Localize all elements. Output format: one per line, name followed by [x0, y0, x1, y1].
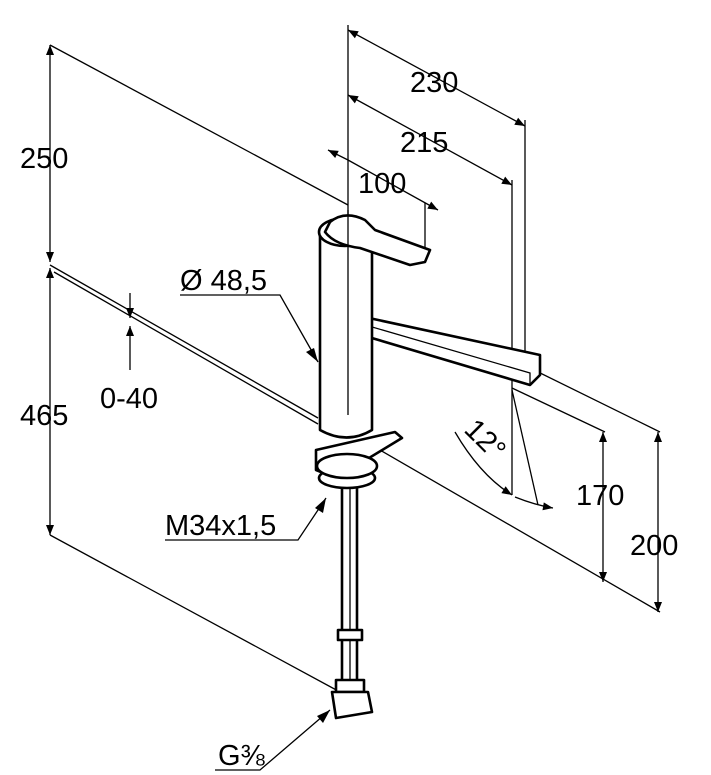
- faucet-illustration: [314, 210, 542, 720]
- dim-215-line: [347, 94, 513, 186]
- label-215: 215: [400, 127, 448, 159]
- thread-leader: [165, 497, 327, 541]
- dimension-lines: [46, 25, 662, 771]
- dim-100-line-left: [327, 149, 349, 161]
- label-g38: G⅜: [218, 740, 266, 772]
- label-diameter: Ø 48,5: [180, 265, 267, 297]
- label-230: 230: [410, 67, 458, 99]
- hose-connector: [330, 690, 374, 720]
- swivel-angle-arc-2: [514, 496, 554, 511]
- swivel-angle-arc: [454, 431, 513, 496]
- lever-handle: [323, 214, 432, 267]
- diameter-leader: [180, 294, 319, 363]
- label-170: 170: [576, 480, 624, 512]
- faucet-body: [318, 228, 374, 439]
- label-m34: M34x1,5: [165, 510, 276, 542]
- label-100: 100: [358, 168, 406, 200]
- label-0-40: 0-40: [100, 383, 158, 415]
- extension-line-spout-outlet: [511, 387, 606, 433]
- connection-leader: [215, 709, 331, 771]
- extension-line-bottom: [49, 534, 341, 693]
- dim-100-line: [347, 159, 439, 211]
- extension-line-top: [49, 44, 349, 206]
- label-200: 200: [630, 530, 678, 562]
- extension-line-deck-right: [379, 449, 661, 613]
- extension-line-deck: [49, 264, 319, 419]
- label-250: 250: [20, 143, 68, 175]
- extension-line-spout-top: [529, 367, 661, 433]
- extension-line-deck-2: [53, 271, 319, 425]
- swivel-angle-line: [511, 389, 539, 506]
- label-465: 465: [20, 400, 68, 432]
- label-12-degrees: 12°: [458, 413, 512, 467]
